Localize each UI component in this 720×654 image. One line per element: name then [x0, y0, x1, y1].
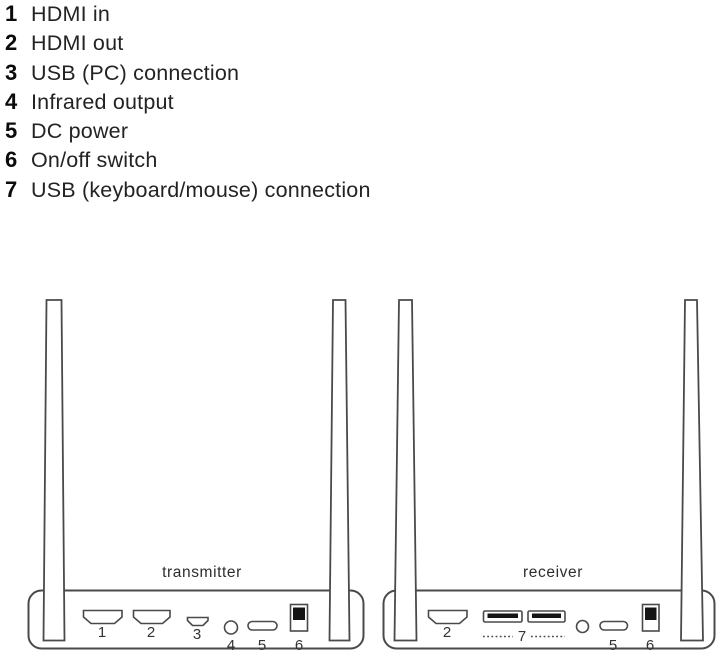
legend-item-label: DC power — [31, 119, 129, 144]
legend-item-label: Infrared output — [31, 89, 174, 114]
legend-item: 7 USB (keyboard/mouse) connection — [5, 177, 371, 206]
receiver-antenna-right — [680, 299, 704, 642]
receiver-label: receiver — [523, 564, 583, 581]
hdmi-out-port-icon — [132, 609, 171, 625]
legend-item-label: USB (keyboard/mouse) connection — [31, 177, 371, 202]
dc-power-port-icon — [247, 620, 278, 631]
legend-item-number: 4 — [5, 88, 18, 114]
legend-item-label: HDMI in — [31, 2, 111, 26]
power-switch-knob — [645, 607, 657, 620]
infrared-port-number: 4 — [227, 637, 235, 654]
legend-item: 1 HDMI in — [5, 1, 371, 30]
dc-power-port-number: 5 — [258, 637, 266, 654]
hdmi-out-port-icon — [427, 609, 468, 625]
legend-item-label: On/off switch — [31, 148, 158, 173]
receiver-antenna-left — [393, 299, 418, 642]
legend-item-number: 2 — [5, 30, 18, 56]
legend-item-number: 6 — [5, 147, 18, 173]
power-switch-number: 6 — [646, 637, 654, 654]
legend-item: 2 HDMI out — [5, 30, 371, 59]
legend-item: 4 Infrared output — [5, 89, 371, 118]
dc-power-port-icon — [599, 620, 629, 631]
transmitter-antenna-left — [42, 299, 66, 642]
transmitter-device: transmitter 1 2 3 4 5 6 — [27, 299, 365, 654]
legend-item-label: HDMI out — [31, 31, 124, 56]
legend-item-label: USB (PC) connection — [31, 60, 240, 85]
infrared-port-icon — [575, 619, 590, 634]
legend-item-number: 5 — [5, 118, 18, 144]
usb-a-port-tongue — [532, 613, 561, 618]
usb-keyboard-mouse-number: 7 — [518, 628, 526, 645]
power-switch-number: 6 — [295, 637, 303, 654]
transmitter-label: transmitter — [162, 564, 242, 581]
legend-item: 6 On/off switch — [5, 147, 371, 176]
hdmi-out-port-number: 2 — [147, 624, 155, 641]
legend: 1 HDMI in 2 HDMI out 3 USB (PC) connecti… — [5, 1, 371, 206]
usb-pc-port-number: 3 — [193, 626, 201, 643]
hdmi-in-port-icon — [82, 609, 123, 625]
hdmi-out-port-number: 2 — [443, 624, 451, 641]
usb-a-port-tongue — [487, 613, 518, 618]
legend-item-number: 7 — [5, 176, 18, 202]
usb-pc-port-icon — [186, 616, 209, 627]
legend-item-number: 1 — [5, 1, 18, 26]
infrared-port-icon — [223, 620, 239, 635]
legend-item: 3 USB (PC) connection — [5, 60, 371, 89]
legend-item: 5 DC power — [5, 118, 371, 147]
dc-power-port-number: 5 — [609, 637, 617, 654]
receiver-device: receiver 2 7 5 6 — [382, 299, 716, 654]
transmitter-antenna-right — [328, 299, 351, 642]
hdmi-in-port-number: 1 — [98, 624, 106, 641]
legend-item-number: 3 — [5, 59, 18, 85]
power-switch-knob — [293, 607, 305, 620]
